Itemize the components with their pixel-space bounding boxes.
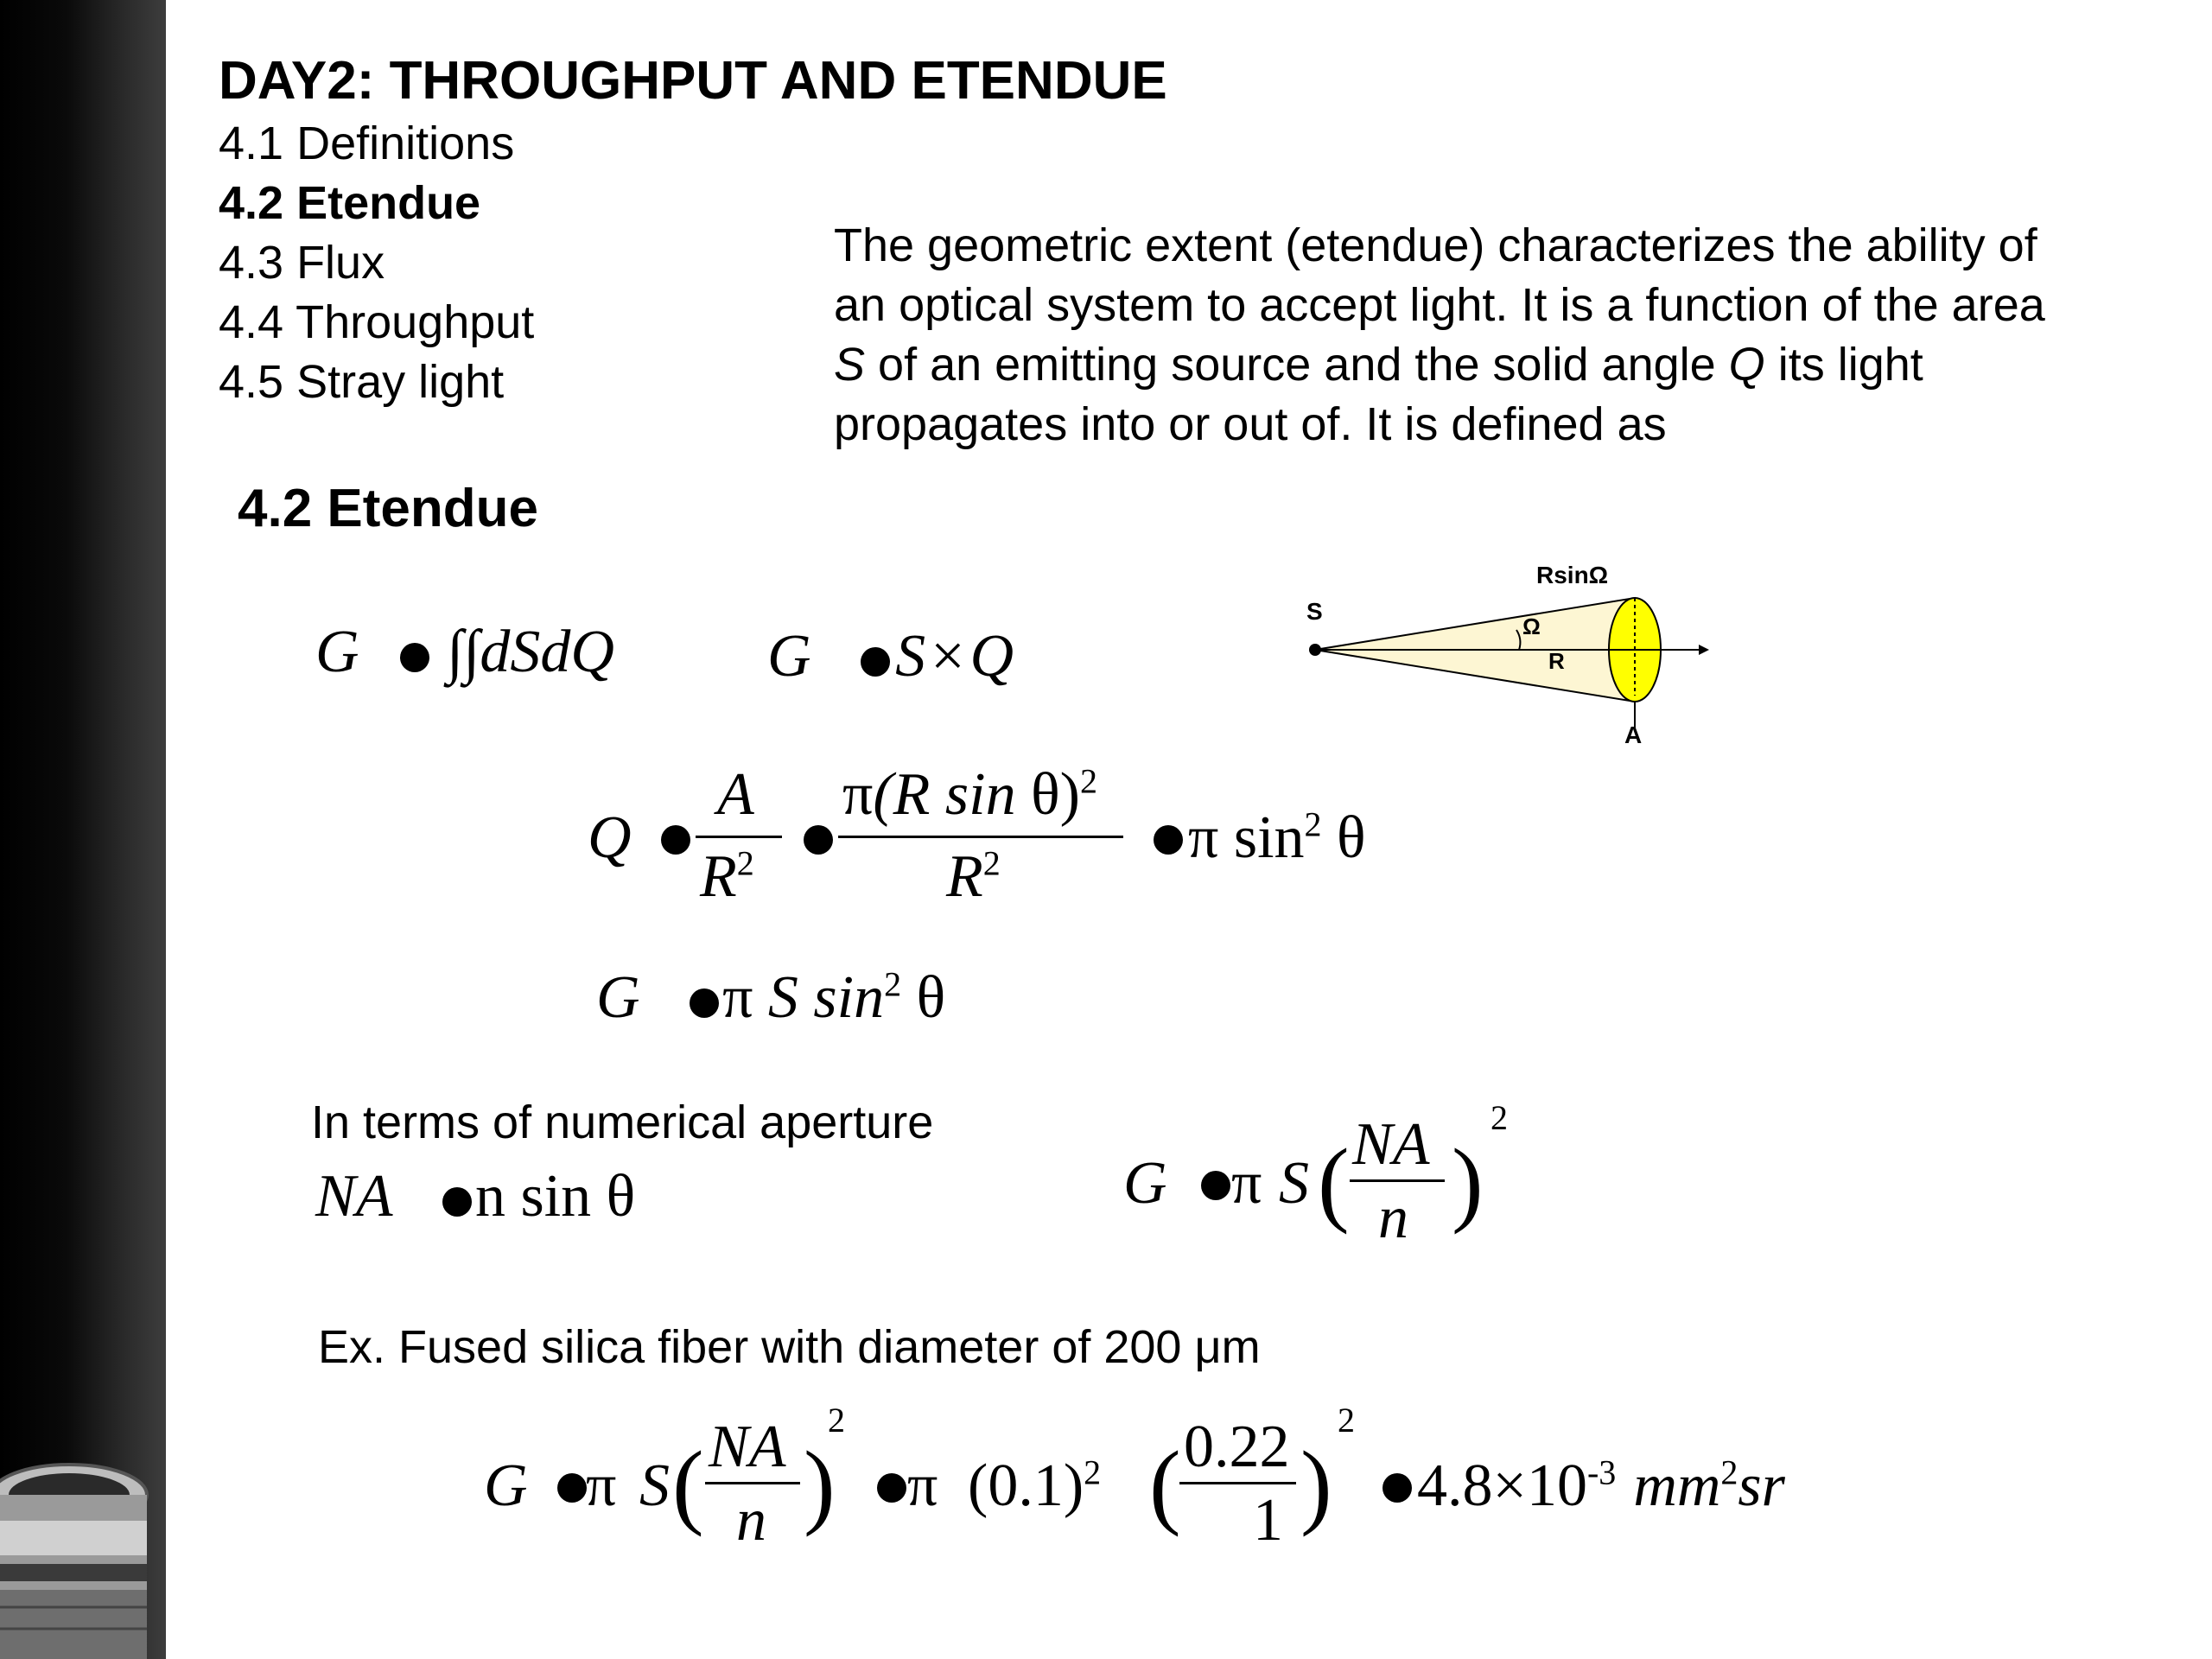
equals-symbol bbox=[1201, 1171, 1230, 1200]
toc-item-etendue[interactable]: 4.2 Etendue bbox=[219, 177, 481, 229]
symbol-n: n bbox=[1378, 1185, 1408, 1251]
equation-etendue-product: G S×Q bbox=[767, 623, 1014, 690]
symbol-g: G bbox=[484, 1452, 528, 1519]
intro-paragraph: The geometric extent (etendue) character… bbox=[834, 219, 2045, 450]
equals-symbol bbox=[861, 646, 891, 677]
paren-right: ) bbox=[804, 1432, 836, 1537]
toc-item-flux[interactable]: 4.3 Flux bbox=[219, 237, 385, 289]
equals-symbol bbox=[1382, 1473, 1412, 1503]
page-title: DAY2: THROUGHPUT AND ETENDUE bbox=[219, 51, 1167, 111]
equals-symbol bbox=[690, 988, 720, 1018]
symbol-q: Q bbox=[588, 804, 632, 871]
fraction-bar bbox=[705, 1482, 800, 1484]
symbol-g: G bbox=[1123, 1150, 1167, 1217]
solid-angle-diagram: S RsinΩ Ω R A bbox=[1296, 553, 1745, 760]
sidebar-strip bbox=[0, 0, 166, 1659]
equals-symbol bbox=[877, 1473, 906, 1503]
diagram-label-r: R bbox=[1548, 648, 1565, 674]
exponent-2: 2 bbox=[1338, 1401, 1355, 1440]
equals-symbol bbox=[442, 1186, 472, 1217]
toc-item-stray-light[interactable]: 4.5 Stray light bbox=[219, 356, 505, 408]
fraction-bar bbox=[696, 836, 782, 838]
equals-symbol bbox=[804, 825, 833, 855]
example-description: Ex. Fused silica fiber with diameter of … bbox=[318, 1321, 1261, 1373]
toc-item-throughput[interactable]: 4.4 Throughput bbox=[219, 296, 535, 348]
equation-etendue-integral: G ∫∫dSdQ bbox=[315, 619, 614, 685]
symbol-na: NA bbox=[709, 1414, 786, 1480]
na-description: In terms of numerical aperture bbox=[311, 1096, 934, 1148]
symbol-s: S bbox=[1279, 1150, 1309, 1217]
equation-etendue-na: G π S ( NA n ) 2 bbox=[1123, 1089, 1521, 1262]
equation-etendue-sin: G π S sin2 θ bbox=[596, 964, 946, 1031]
diagram-label-s: S bbox=[1306, 598, 1323, 625]
diagram-label-rsin: RsinΩ bbox=[1536, 562, 1609, 588]
paren-right: ) bbox=[1300, 1432, 1332, 1537]
fraction-bar bbox=[1350, 1179, 1445, 1182]
denominator-r2: R2 bbox=[700, 843, 754, 910]
paren-left: ( bbox=[672, 1432, 704, 1537]
radius-squared: (0.1)2 bbox=[968, 1452, 1102, 1519]
equation-na: NA n sin θ bbox=[315, 1163, 636, 1230]
symbol-s: S bbox=[639, 1452, 670, 1519]
equals-symbol bbox=[400, 642, 430, 672]
symbol-a: A bbox=[717, 761, 754, 828]
fraction-bar bbox=[1179, 1482, 1296, 1484]
exponent-2: 2 bbox=[1491, 1098, 1508, 1137]
symbol-na: NA bbox=[1352, 1111, 1430, 1178]
value-na: 0.22 bbox=[1184, 1414, 1290, 1480]
denominator-r2: R2 bbox=[946, 843, 1001, 910]
equation-solid-angle: Q A R2 π(R sin θ)2 R2 π sin2 θ bbox=[588, 760, 1417, 925]
value-n: 1 bbox=[1253, 1487, 1283, 1554]
symbol-n: n bbox=[736, 1487, 766, 1554]
section-heading: 4.2 Etendue bbox=[238, 479, 538, 538]
equation-example: G π S ( NA n ) 2 π (0.1)2 ( 0.22 1 ) 2 4… bbox=[484, 1391, 1849, 1564]
toc-item-definitions[interactable]: 4.1 Definitions bbox=[219, 118, 515, 169]
equals-symbol bbox=[1154, 825, 1183, 855]
symbol-pi: π bbox=[1231, 1150, 1262, 1217]
equals-symbol bbox=[557, 1473, 587, 1503]
camera-lens-image bbox=[0, 1443, 166, 1659]
equals-symbol bbox=[661, 825, 690, 855]
paren-left: ( bbox=[1149, 1432, 1181, 1537]
diagram-label-a: A bbox=[1624, 721, 1643, 748]
numerator-rsin: π(R sin θ)2 bbox=[842, 761, 1097, 828]
symbol-pi: π bbox=[586, 1452, 617, 1519]
paren-left: ( bbox=[1318, 1129, 1350, 1235]
paren-right: ) bbox=[1452, 1129, 1484, 1235]
exponent-2: 2 bbox=[828, 1401, 845, 1440]
result-pi-sin2: π sin2 θ bbox=[1188, 804, 1366, 871]
fraction-bar bbox=[838, 836, 1123, 838]
symbol-pi: π bbox=[907, 1452, 938, 1519]
diagram-label-omega: Ω bbox=[1522, 613, 1541, 639]
